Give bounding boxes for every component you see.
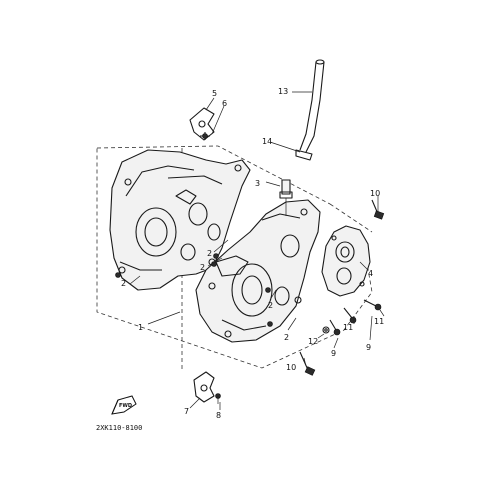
callout-11b: 11	[343, 323, 353, 332]
callout-1: 1	[138, 323, 143, 332]
callout-14: 14	[262, 137, 272, 146]
callout-2e: 2	[284, 333, 289, 342]
nipple-fitting	[279, 179, 293, 216]
leader-lines	[129, 91, 385, 410]
washer	[322, 326, 330, 334]
right-crankcase	[195, 199, 321, 343]
forward-arrow-icon: FWD	[111, 395, 137, 415]
screw-top	[200, 132, 210, 140]
bolt-right-1	[363, 299, 382, 311]
callout-5: 5	[212, 89, 217, 98]
callout-labels: 1 2 2 2 2 2 3 4 5 6 7 8 9 9 10 10 11 11 …	[121, 87, 384, 420]
callout-2a: 2	[121, 279, 126, 288]
clamp-top	[189, 107, 215, 141]
bolt-right-2	[343, 307, 357, 324]
callout-11a: 11	[374, 317, 384, 326]
clamp-bottom	[193, 371, 215, 403]
callout-3: 3	[255, 179, 260, 188]
callout-10b: 10	[286, 363, 296, 372]
callout-2b: 2	[207, 249, 212, 258]
screw-bottom	[215, 393, 221, 404]
callout-9a: 9	[366, 343, 371, 352]
callout-13: 13	[278, 87, 288, 96]
bolt-upper-right	[371, 199, 385, 220]
callout-8: 8	[216, 411, 221, 420]
hose-clip	[295, 149, 313, 161]
callout-6: 6	[222, 99, 227, 108]
forward-label: FWD	[119, 403, 132, 409]
diagram-code: 2XK110-8100	[96, 424, 142, 432]
bolt-lower	[299, 351, 316, 376]
bolt-right-3	[329, 319, 341, 336]
callout-2d: 2	[268, 301, 273, 310]
left-crankcase	[109, 149, 251, 291]
callout-12: 12	[308, 337, 318, 346]
callout-2c: 2	[200, 263, 205, 272]
breather-hose	[299, 59, 325, 153]
cover-plate	[321, 225, 371, 297]
callout-4: 4	[368, 269, 373, 278]
callout-9b: 9	[331, 349, 336, 358]
callout-7: 7	[184, 407, 189, 416]
callout-10a: 10	[370, 189, 380, 198]
